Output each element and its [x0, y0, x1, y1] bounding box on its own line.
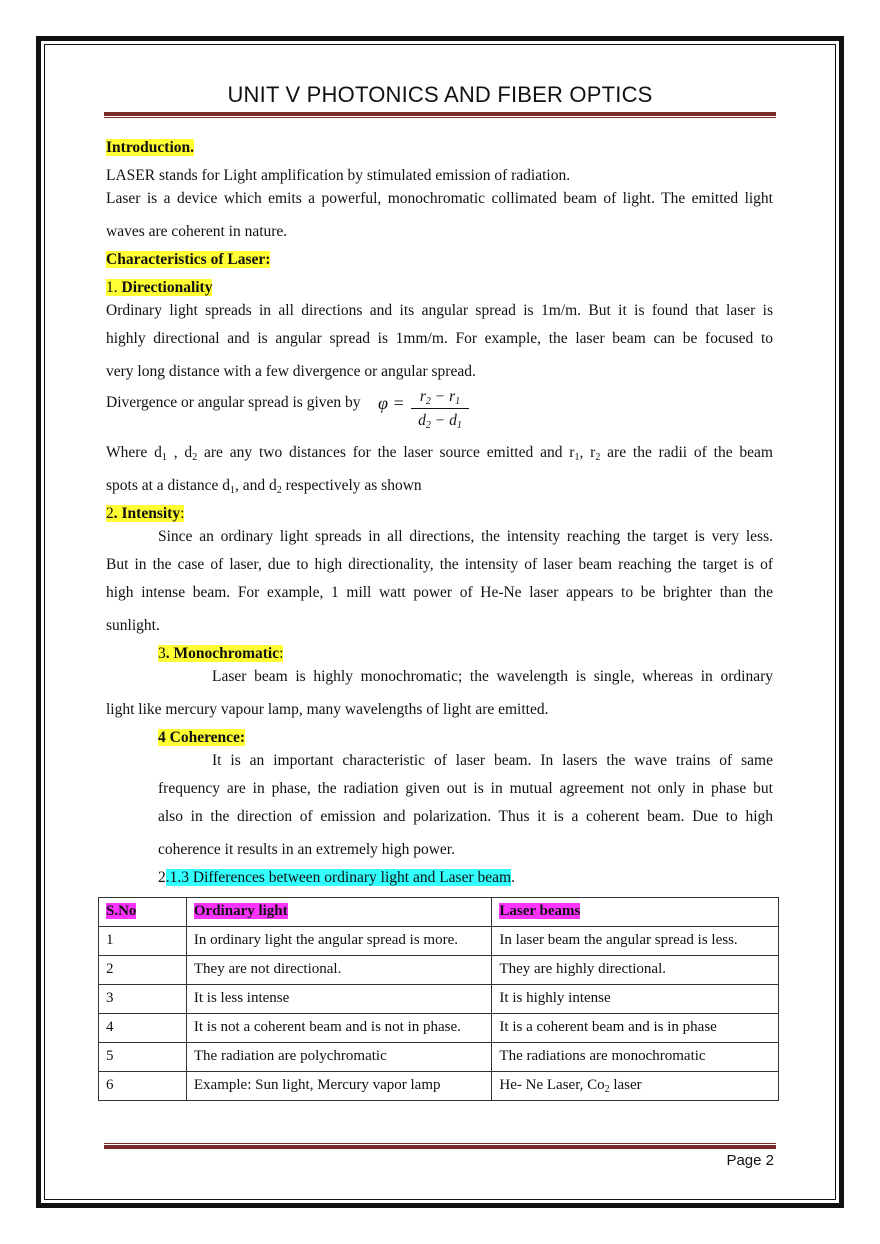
intro-paragraph-2-line-2: waves are coherent in nature. — [106, 223, 288, 240]
directionality-heading: Directionality — [121, 279, 213, 296]
monochromatic-line-2: light like mercury vapour lamp, many wav… — [106, 701, 549, 718]
table-cell: 6 — [98, 1071, 187, 1101]
table-header-cell: Ordinary light — [185, 897, 493, 927]
header-rule — [104, 112, 776, 118]
directionality-line-1: Ordinary light spreads in all directions… — [106, 302, 773, 319]
intensity-heading: . Intensity — [113, 505, 181, 522]
coherence-line-2: frequency are in phase, the radiation gi… — [158, 780, 773, 797]
table-row: 6 Example: Sun light, Mercury vapor lamp… — [98, 1071, 779, 1101]
directionality-number: 1. — [106, 279, 118, 296]
intro-heading: Introduction. — [106, 139, 194, 156]
table-cell: 5 — [98, 1042, 187, 1072]
table-cell: In ordinary light the angular spread is … — [185, 926, 493, 956]
divergence-formula: Divergence or angular spread is given by… — [106, 386, 773, 444]
table-cell: They are not directional. — [185, 955, 493, 985]
intensity-line-2: But in the case of laser, due to high di… — [106, 556, 773, 573]
differences-heading-line: 2.1.3 Differences between ordinary light… — [158, 869, 515, 886]
intensity-line-4: sunlight. — [106, 617, 160, 634]
table-cell: 3 — [98, 984, 187, 1014]
monochromatic-heading: . Monochromatic — [165, 645, 280, 662]
table-cell: He- Ne Laser, Co2 laser — [491, 1071, 779, 1101]
table-cell: It is less intense — [185, 984, 493, 1014]
directionality-line-3: very long distance with a few divergence… — [106, 363, 476, 380]
table-cell: They are highly directional. — [491, 955, 779, 985]
coherence-line-1: It is an important characteristic of las… — [212, 752, 773, 769]
formula-denominator: d2 − d1 — [418, 412, 462, 431]
table-header-row: S.No Ordinary light Laser beams — [98, 897, 779, 927]
where-line-2: spots at a distance d1, and d2 respectiv… — [106, 477, 422, 496]
table-cell: 1 — [98, 926, 187, 956]
characteristics-heading: Characteristics of Laser: — [106, 251, 271, 268]
coherence-line-4: coherence it results in an extremely hig… — [158, 841, 455, 858]
table-cell: Example: Sun light, Mercury vapor lamp — [185, 1071, 493, 1101]
table-cell: It is highly intense — [491, 984, 779, 1014]
intensity-line-1: Since an ordinary light spreads in all d… — [158, 528, 773, 545]
page-header-title: UNIT V PHOTONICS AND FIBER OPTICS — [227, 82, 653, 107]
table-row: 5 The radiation are polychromatic The ra… — [98, 1042, 779, 1072]
table-cell: It is a coherent beam and is in phase — [491, 1013, 779, 1043]
coherence-heading-line: 4 Coherence: — [106, 724, 773, 752]
page-border-outer — [36, 36, 844, 1208]
where-line-1: Where d1 , d2 are any two distances for … — [106, 444, 773, 463]
table-row: 3 It is less intense It is highly intens… — [98, 984, 779, 1014]
page-number: Page 2 — [726, 1152, 774, 1169]
table-cell: 4 — [98, 1013, 187, 1043]
table-row: 4 It is not a coherent beam and is not i… — [98, 1013, 779, 1043]
page-border-inner — [44, 44, 836, 1200]
characteristics-heading-line: Characteristics of Laser: — [106, 246, 773, 274]
table-cell: 2 — [98, 955, 187, 985]
monochromatic-number: 3 — [158, 645, 166, 662]
formula-numerator: r2 − r1 — [411, 386, 469, 409]
table-cell: In laser beam the angular spread is less… — [491, 926, 779, 956]
intensity-line-3: high intense beam. For example, 1 mill w… — [106, 584, 773, 601]
intro-paragraph-1: LASER stands for Light amplification by … — [106, 167, 571, 184]
intensity-heading-line: 2. Intensity: — [106, 505, 185, 522]
coherence-heading: 4 Coherence: — [158, 729, 246, 746]
directionality-heading-line: 1. Directionality — [106, 274, 773, 302]
intro-paragraph-2-line-1: Laser is a device which emits a powerful… — [106, 190, 773, 207]
table-row: 2 They are not directional. They are hig… — [98, 955, 779, 985]
intro-heading-line: Introduction. — [106, 134, 773, 162]
monochromatic-heading-line: 3. Monochromatic: — [158, 645, 284, 662]
footer-rule — [104, 1143, 776, 1149]
table-header-cell: S.No — [98, 897, 187, 927]
table-row: 1 In ordinary light the angular spread i… — [98, 926, 779, 956]
directionality-line-2: highly directional and is angular spread… — [106, 330, 773, 347]
differences-table: S.No Ordinary light Laser beams 1 In ord… — [98, 897, 779, 1101]
intensity-number: 2 — [106, 505, 114, 522]
monochromatic-line-1: Laser beam is highly monochromatic; the … — [212, 668, 773, 685]
document-body: Introduction. LASER stands for Light amp… — [106, 134, 773, 892]
table-cell: The radiation are polychromatic — [185, 1042, 493, 1072]
formula-fraction: r2 − r1 d2 − d1 — [411, 386, 469, 433]
coherence-line-3: also in the direction of emission and po… — [158, 808, 773, 825]
formula-phi-symbol: φ = — [378, 393, 405, 413]
table-header-cell: Laser beams — [491, 897, 779, 927]
table-cell: The radiations are monochromatic — [491, 1042, 779, 1072]
table-cell: It is not a coherent beam and is not in … — [185, 1013, 493, 1043]
differences-heading: .1.3 Differences between ordinary light … — [165, 869, 512, 886]
formula-text: Divergence or angular spread is given by — [106, 394, 361, 411]
